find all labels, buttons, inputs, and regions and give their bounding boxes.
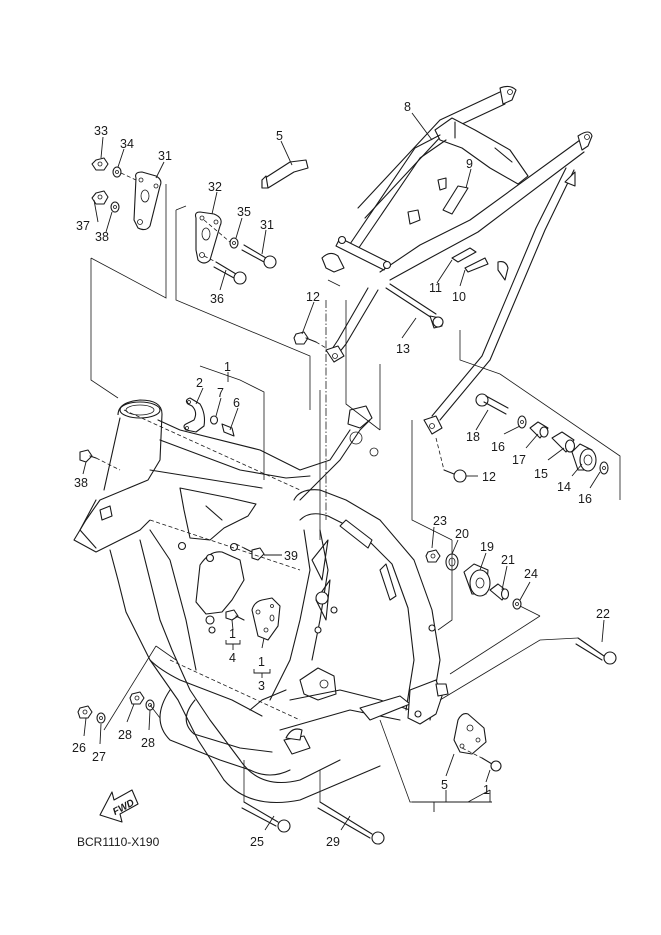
part-25-bolt[interactable]: [241, 801, 291, 833]
callout-26[interactable]: 26: [72, 741, 86, 755]
part-31-washer-right[interactable]: [229, 237, 239, 249]
callout-36[interactable]: 28: [118, 728, 132, 742]
part-17-collar[interactable]: [529, 421, 549, 439]
part-16-washer-a[interactable]: [517, 415, 527, 429]
rear-subframe[interactable]: [321, 85, 593, 435]
part-28-bracket-right[interactable]: [194, 211, 231, 264]
label-11: [451, 247, 477, 263]
callout-11[interactable]: 11: [429, 281, 442, 295]
part-14-bushing[interactable]: [571, 443, 597, 472]
callout-17[interactable]: 17: [512, 453, 526, 467]
part-4-bracket[interactable]: [251, 597, 281, 641]
part-5-screw-right[interactable]: [461, 747, 502, 772]
part-34-washer[interactable]: [110, 201, 120, 213]
part-5-screw-left[interactable]: [225, 609, 245, 621]
callout-24[interactable]: 24: [524, 567, 538, 581]
part-36-nut[interactable]: [129, 691, 145, 705]
leader-lines: [82, 112, 605, 831]
callout-15[interactable]: 15: [534, 467, 548, 481]
part-7-washer[interactable]: [209, 415, 219, 425]
callout-28-left[interactable]: 31: [158, 149, 172, 163]
part-12-bolt-lower[interactable]: [435, 437, 467, 483]
part-33-nut[interactable]: [91, 190, 109, 205]
part-6-bolt[interactable]: [221, 423, 235, 437]
callout-14[interactable]: 14: [557, 480, 571, 494]
part-35-bolt[interactable]: [317, 801, 385, 845]
part-30-nut[interactable]: [91, 157, 109, 171]
part-21-collar[interactable]: [489, 583, 510, 601]
group-brackets: [225, 640, 492, 812]
callout-12-upper[interactable]: 12: [306, 290, 320, 304]
part-27-washer[interactable]: [96, 712, 106, 724]
callout-labels: 33 34 31 37 38 5 32 35 31 36 8 9 11 10 1…: [72, 100, 610, 849]
callout-30[interactable]: 33: [94, 124, 108, 138]
callout-5-left[interactable]: 1: [229, 627, 236, 641]
part-16-washer-b[interactable]: [599, 461, 609, 475]
callout-13[interactable]: 13: [396, 342, 410, 356]
callout-1-left[interactable]: 4: [229, 651, 236, 665]
part-12-bolt-upper[interactable]: [293, 331, 327, 349]
callout-34[interactable]: 38: [95, 230, 109, 244]
callout-4[interactable]: 1: [258, 655, 265, 669]
part-23-nut[interactable]: [425, 549, 441, 563]
callout-6[interactable]: 6: [233, 396, 240, 410]
callout-22[interactable]: 22: [596, 607, 610, 621]
callout-27[interactable]: 27: [92, 750, 106, 764]
label-10: [464, 257, 489, 273]
callout-16-b[interactable]: 16: [578, 492, 592, 506]
part-39-tool[interactable]: [261, 159, 309, 189]
callout-38-upper[interactable]: 38: [74, 476, 88, 490]
callout-32[interactable]: 36: [210, 292, 224, 306]
callout-38-middle[interactable]: 39: [284, 549, 298, 563]
callout-33[interactable]: 37: [76, 219, 90, 233]
callout-35[interactable]: 29: [326, 835, 340, 849]
part-32-bolt[interactable]: [213, 261, 247, 285]
callout-7[interactable]: 7: [217, 386, 224, 400]
forward-direction-arrow: FWD: [99, 789, 139, 823]
callout-1-mid[interactable]: 3: [258, 679, 265, 693]
part-22-bolt[interactable]: [575, 637, 617, 665]
part-38-bolt-middle[interactable]: [235, 543, 265, 561]
callout-28-right[interactable]: 32: [208, 180, 222, 194]
part-24-washer[interactable]: [512, 598, 541, 617]
part-19-bushing[interactable]: [463, 563, 491, 597]
part-15-collar[interactable]: [551, 431, 576, 453]
part-26-nut[interactable]: [77, 705, 93, 719]
drawing-code: BCR1110-X190: [77, 835, 160, 849]
callout-20[interactable]: 20: [455, 527, 469, 541]
assembly-outlines: [90, 184, 621, 803]
callout-12-lower[interactable]: 12: [482, 470, 496, 484]
part-31-washer[interactable]: [112, 166, 122, 178]
callout-25[interactable]: 25: [250, 835, 264, 849]
callout-10[interactable]: 10: [452, 290, 466, 304]
callout-31-left[interactable]: 34: [120, 137, 134, 151]
callout-8[interactable]: 8: [404, 100, 411, 114]
callout-5-right[interactable]: 1: [483, 783, 490, 797]
main-frame[interactable]: [73, 399, 449, 803]
callout-37[interactable]: 28: [141, 736, 155, 750]
callout-23[interactable]: 23: [433, 514, 447, 528]
callout-29[interactable]: 31: [260, 218, 274, 232]
callout-2[interactable]: 2: [196, 376, 203, 390]
callout-18[interactable]: 18: [466, 430, 480, 444]
part-29-bolt[interactable]: [241, 244, 277, 269]
label-9: [442, 185, 469, 215]
callout-31-right[interactable]: 35: [237, 205, 251, 219]
part-38-bolt-upper[interactable]: [79, 449, 121, 471]
part-3-bracket[interactable]: [453, 713, 487, 755]
callout-1-top[interactable]: 1: [224, 360, 231, 374]
callout-9[interactable]: 9: [466, 157, 473, 171]
part-2-clamp[interactable]: [183, 397, 206, 433]
callout-3[interactable]: 5: [441, 778, 448, 792]
part-18-bolt[interactable]: [475, 393, 509, 415]
callout-21[interactable]: 21: [501, 553, 515, 567]
callout-19[interactable]: 19: [480, 540, 494, 554]
part-28-bracket-left[interactable]: [120, 171, 162, 231]
callout-16-a[interactable]: 16: [491, 440, 505, 454]
callout-39[interactable]: 5: [276, 129, 283, 143]
